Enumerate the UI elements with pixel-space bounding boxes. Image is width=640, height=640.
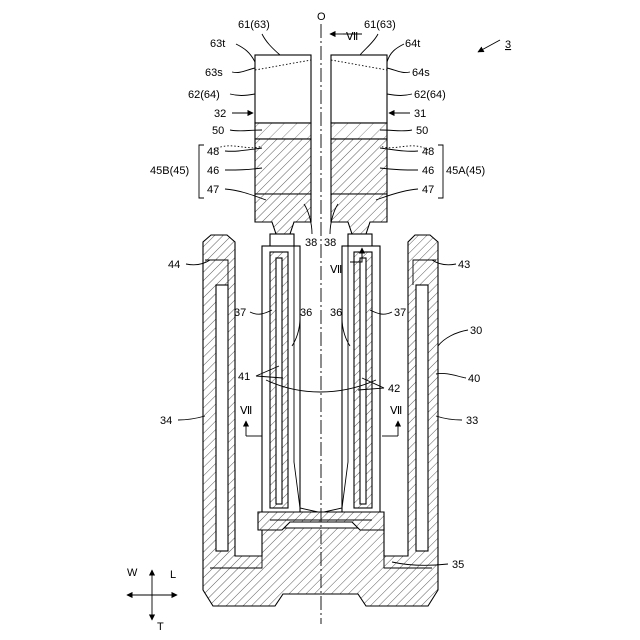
axis-label: O — [317, 11, 326, 23]
svg-text:Ⅶ: Ⅶ — [330, 264, 342, 276]
direction-t: T — [157, 621, 164, 633]
label-47-right: 47 — [422, 184, 434, 196]
label-48-right: 48 — [422, 146, 434, 158]
layer-48-46-right — [331, 139, 387, 194]
plate-42-right — [360, 258, 366, 504]
label-31: 31 — [414, 108, 426, 120]
label-62-64-left: 62(64) — [188, 89, 220, 101]
plate-41-left — [276, 258, 282, 504]
label-44: 44 — [168, 259, 180, 271]
label-45b: 45B(45) — [150, 165, 189, 177]
label-40: 40 — [468, 373, 480, 385]
layer-50-left — [255, 123, 311, 139]
label-62-64-right: 62(64) — [414, 89, 446, 101]
label-64t: 64t — [405, 38, 420, 50]
direction-l: L — [170, 569, 176, 581]
contact-left — [262, 246, 318, 516]
figure-ref-number: 3 — [505, 39, 511, 51]
upper-member-left — [255, 55, 311, 248]
label-37-right: 37 — [394, 307, 406, 319]
contact-right — [324, 246, 380, 516]
label-30: 30 — [470, 325, 482, 337]
label-36-left: 36 — [300, 307, 312, 319]
label-47-left: 47 — [207, 184, 219, 196]
label-43: 43 — [458, 259, 470, 271]
label-32: 32 — [214, 108, 226, 120]
direction-w: W — [127, 567, 138, 579]
label-48-left: 48 — [207, 146, 219, 158]
label-50-right: 50 — [416, 125, 428, 137]
housing-left-arm-inner — [216, 285, 228, 551]
label-63t: 63t — [210, 38, 225, 50]
neck-47-left — [255, 194, 311, 234]
label-34: 34 — [160, 415, 172, 427]
label-45a: 45A(45) — [446, 165, 485, 177]
section-marker-top: Ⅶ — [330, 31, 362, 43]
label-46-right: 46 — [422, 165, 434, 177]
svg-text:Ⅶ: Ⅶ — [390, 405, 402, 417]
svg-text:Ⅶ: Ⅶ — [346, 31, 358, 43]
section-marker-left: Ⅶ — [240, 405, 262, 436]
label-37-left: 37 — [234, 307, 246, 319]
layer-50-right — [331, 123, 387, 139]
label-61-63-right: 61(63) — [364, 19, 396, 31]
label-41: 41 — [238, 371, 250, 383]
label-35: 35 — [452, 559, 464, 571]
label-50-left: 50 — [212, 125, 224, 137]
label-36-right: 36 — [330, 307, 342, 319]
svg-text:Ⅶ: Ⅶ — [240, 405, 252, 417]
housing — [203, 235, 438, 606]
layer-48-46-left — [255, 139, 311, 194]
label-46-left: 46 — [207, 165, 219, 177]
label-33: 33 — [466, 415, 478, 427]
label-64s: 64s — [412, 67, 430, 79]
upper-member-right — [331, 55, 387, 248]
label-38-right: 38 — [324, 237, 336, 249]
neck-47-right — [331, 194, 387, 234]
housing-body — [203, 235, 438, 606]
direction-indicator: W L T — [127, 567, 177, 633]
label-38-left: 38 — [305, 237, 317, 249]
label-42: 42 — [388, 383, 400, 395]
housing-right-arm-inner — [416, 285, 428, 551]
label-61-63-left: 61(63) — [238, 19, 270, 31]
label-63s: 63s — [205, 67, 223, 79]
section-marker-right: Ⅶ — [382, 405, 402, 436]
